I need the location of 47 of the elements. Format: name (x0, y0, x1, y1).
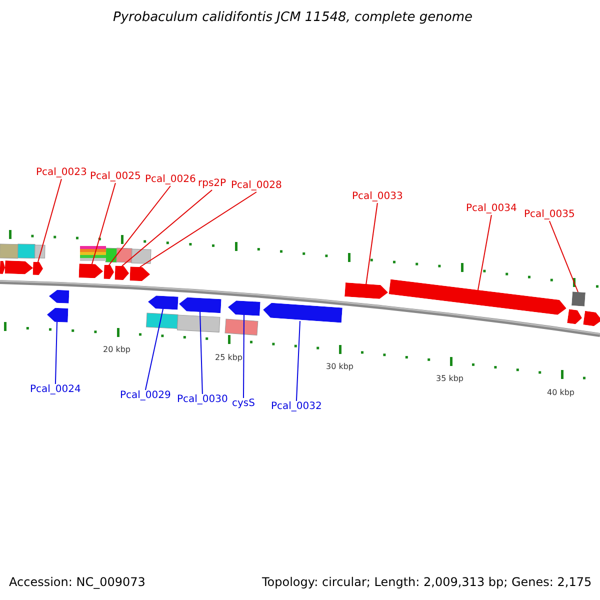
gene-label: Pcal_0032 (271, 401, 322, 413)
gene-symbol (583, 310, 600, 328)
gene-label: Pcal_0034 (466, 203, 517, 215)
gene-symbol (130, 266, 150, 282)
gene-label: Pcal_0035 (524, 209, 575, 221)
gene-symbol (388, 279, 568, 316)
gene-symbol (148, 295, 178, 310)
gene-label: Pcal_0024 (30, 384, 81, 396)
gene-symbol (178, 296, 222, 314)
gene-label: Pcal_0030 (177, 394, 228, 406)
scale-label: 40 kbp (547, 388, 575, 397)
gene-label: cysS (232, 398, 255, 410)
gene-label: Pcal_0023 (36, 167, 87, 179)
scale-label: 20 kbp (103, 345, 131, 354)
leader-line (366, 202, 378, 286)
leader-line (92, 182, 116, 264)
leader-line (108, 186, 171, 266)
leader-line (548, 220, 578, 292)
leader-line (122, 190, 213, 266)
gene-symbol (344, 282, 388, 300)
scale-label: 25 kbp (215, 353, 243, 362)
scale-label: 35 kbp (436, 374, 464, 383)
gene-label: Pcal_0033 (352, 191, 403, 203)
leader-line (140, 192, 257, 268)
scale-label: 30 kbp (326, 362, 354, 371)
gene-symbol (48, 290, 70, 304)
gene-label: Pcal_0028 (231, 180, 282, 192)
gene-symbol (567, 309, 583, 325)
gene-label: Pcal_0029 (120, 390, 171, 402)
leader-line (144, 308, 164, 390)
gene-label: Pcal_0025 (90, 171, 141, 183)
footer-text: Topology: circular; Length: 2,009,313 bp; Genes: 2,175 (262, 575, 592, 589)
leader-line (200, 312, 203, 394)
leader-line (296, 320, 300, 402)
leader-line (478, 214, 492, 290)
title: Pyrobaculum calidifontis JCM 11548, complete genome (113, 10, 473, 25)
gene-symbol (228, 300, 260, 316)
gene-symbol (262, 302, 342, 323)
gene-box (572, 292, 586, 306)
gene-symbol (46, 308, 68, 322)
leader-line (54, 322, 58, 384)
leader-line (38, 178, 62, 262)
gene-label: Pcal_0026 (145, 174, 196, 186)
gene-label: rps2P (198, 178, 226, 190)
leader-line (243, 314, 244, 398)
gene-symbol (114, 266, 130, 280)
footer-text: Accession: NC_009073 (9, 575, 146, 589)
